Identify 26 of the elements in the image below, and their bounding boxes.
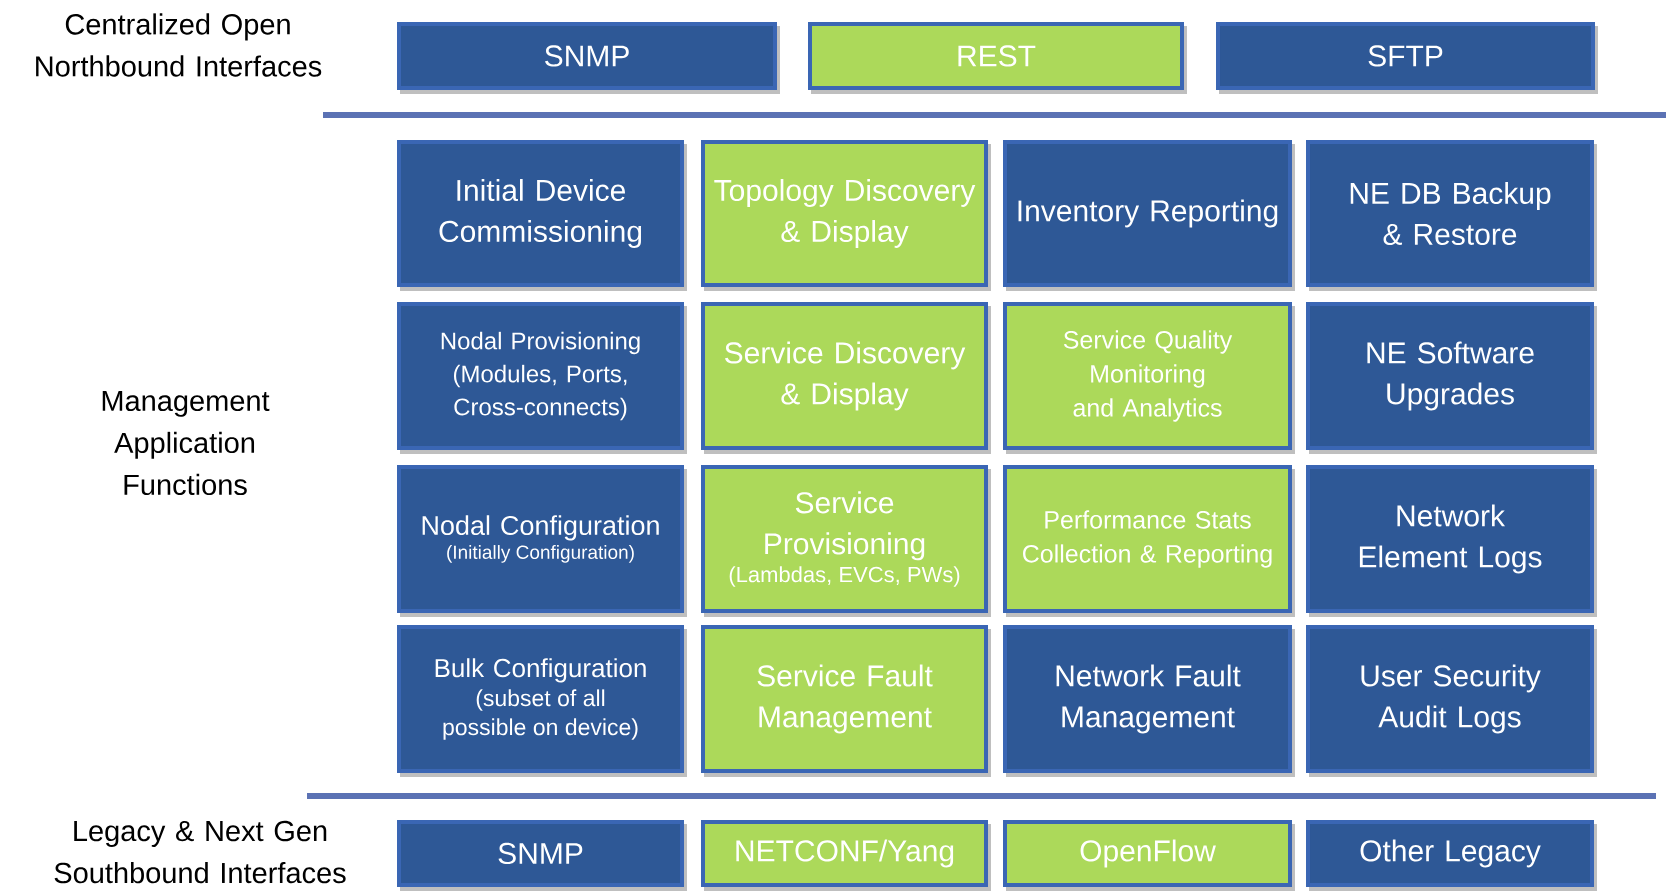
function-box: SNMP <box>397 820 687 891</box>
function-box: REST <box>808 22 1187 94</box>
function-box: Service Discovery & Display <box>701 302 991 454</box>
function-box: Network Element Logs <box>1306 465 1597 617</box>
function-box: NE DB Backup & Restore <box>1306 140 1597 291</box>
function-box: SNMP <box>397 22 780 94</box>
function-box: SFTP <box>1216 22 1598 94</box>
side-heading: Legacy & Next Gen Southbound Interfaces <box>54 820 346 884</box>
function-box: Service Fault Management <box>701 625 991 777</box>
function-box: NETCONF/Yang <box>701 820 991 891</box>
function-box: NE Software Upgrades <box>1306 302 1597 454</box>
function-box: Bulk Configuration (subset of all possible on device) <box>397 625 687 777</box>
function-box: Initial Device Commissioning <box>397 140 687 291</box>
function-box: Inventory Reporting <box>1003 140 1295 291</box>
function-box: Performance Stats Collection & Reporting <box>1003 465 1295 617</box>
function-box: User Security Audit Logs <box>1306 625 1597 777</box>
function-box: OpenFlow <box>1003 820 1295 891</box>
side-heading: Management Application Functions <box>102 390 270 496</box>
side-heading: Centralized Open Northbound Interfaces <box>36 13 322 77</box>
function-box: Other Legacy <box>1306 820 1597 891</box>
function-box: Service Quality Monitoring and Analytics <box>1003 302 1295 454</box>
function-box: Nodal Provisioning (Modules, Ports, Cross-connects) <box>397 302 687 454</box>
function-box: Topology Discovery & Display <box>701 140 991 291</box>
function-box: Nodal Configuration (Initially Configuration) <box>397 465 687 617</box>
function-box: Network Fault Management <box>1003 625 1295 777</box>
function-box: Service Provisioning (Lambdas, EVCs, PWs) <box>701 465 991 617</box>
